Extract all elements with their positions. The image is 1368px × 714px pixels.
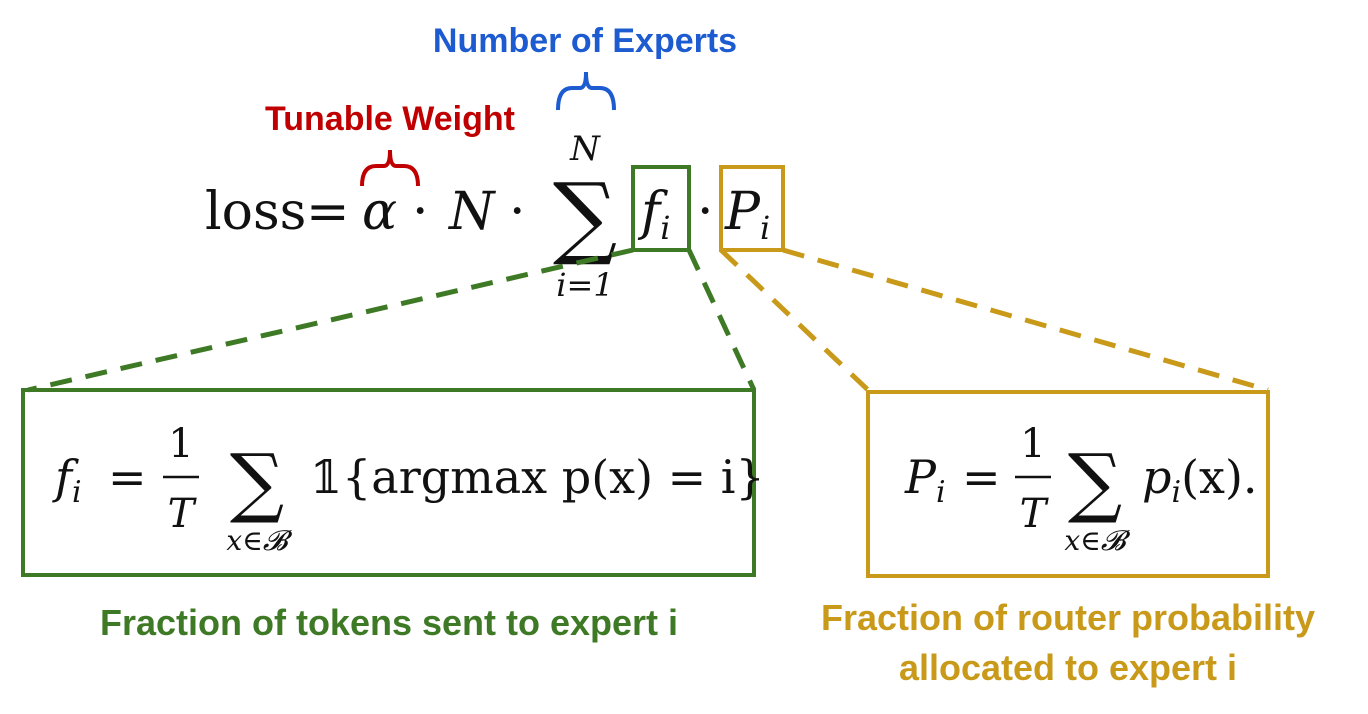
f-definition-equals: = — [108, 450, 147, 504]
p-term-highlight-box — [719, 165, 785, 252]
equals-sign: = — [306, 182, 350, 242]
f-connector-left — [27, 247, 634, 393]
alpha-symbol: α — [362, 182, 397, 242]
p-connector-right — [782, 247, 1269, 393]
p-fraction-denominator: T — [1020, 491, 1050, 537]
p-probability-term: pi(x). — [1142, 450, 1258, 510]
p-definition-equals: = — [962, 450, 1001, 504]
p-definition-box — [866, 390, 1270, 578]
summation-symbol: ∑ — [553, 164, 617, 269]
p-fraction-numerator: 1 — [1020, 421, 1045, 467]
p-summation-symbol: ∑ — [1068, 437, 1122, 526]
fraction-tokens-caption: Fraction of tokens sent to expert i — [100, 602, 678, 643]
main-equation: loss = α · N · N ∑ i=1 fi · Pi — [205, 129, 770, 304]
p-definition-equation: Pi = 1 T ∑ x∈𝓑 pi(x). — [904, 421, 1258, 557]
p-summation-lower-limit: x∈𝓑 — [1064, 524, 1131, 557]
f-term-highlight-box — [631, 165, 691, 252]
loss-lhs: loss — [205, 182, 306, 242]
number-of-experts-brace — [556, 71, 616, 111]
f-indicator-term: 𝟙{argmax p(x) = i} — [310, 450, 765, 504]
summation-lower-limit: i=1 — [556, 266, 613, 304]
tunable-weight-brace — [360, 149, 420, 187]
f-term: fi — [637, 182, 670, 247]
dot-operator-3: · — [697, 182, 714, 242]
p-definition-lhs: Pi — [904, 450, 946, 510]
p-connector-left — [719, 248, 870, 392]
summation-upper-limit: N — [569, 129, 601, 169]
f-summation-symbol: ∑ — [230, 437, 284, 526]
fraction-router-caption-line1: Fraction of router probability — [821, 597, 1315, 638]
f-summation-lower-limit: x∈𝓑 — [226, 524, 293, 557]
p-term: Pi — [724, 182, 770, 247]
f-fraction-denominator: T — [168, 491, 198, 537]
fraction-router-caption-line2: allocated to expert i — [899, 647, 1237, 688]
dot-operator-1: · — [412, 182, 429, 242]
f-connector-right — [686, 248, 757, 392]
f-definition-box — [21, 388, 756, 577]
dot-operator-2: · — [509, 182, 526, 242]
number-of-experts-label: Number of Experts — [433, 22, 737, 60]
tunable-weight-label: Tunable Weight — [265, 100, 515, 138]
n-factor: N — [447, 182, 496, 242]
f-definition-equation: fi = 1 T ∑ x∈𝓑 𝟙{argmax p(x) = i} — [52, 421, 765, 557]
f-definition-lhs: fi — [52, 450, 82, 510]
f-fraction-numerator: 1 — [168, 421, 193, 467]
